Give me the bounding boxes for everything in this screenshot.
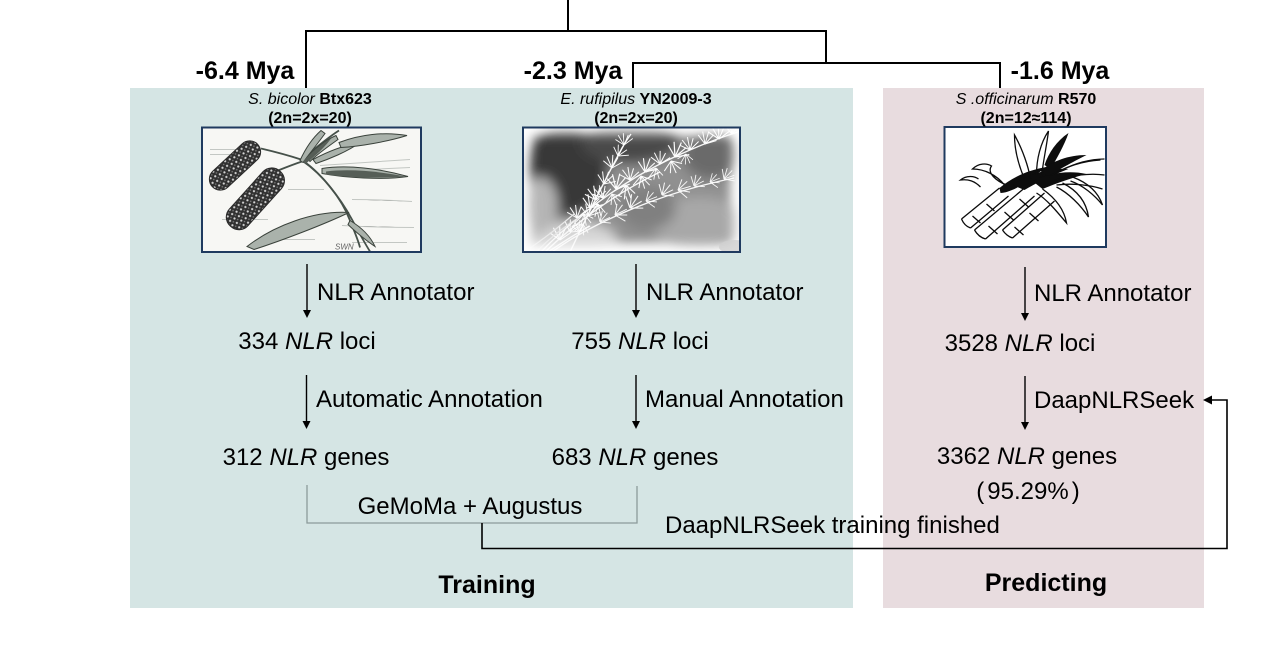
svg-text:SWN: SWN	[335, 243, 354, 252]
